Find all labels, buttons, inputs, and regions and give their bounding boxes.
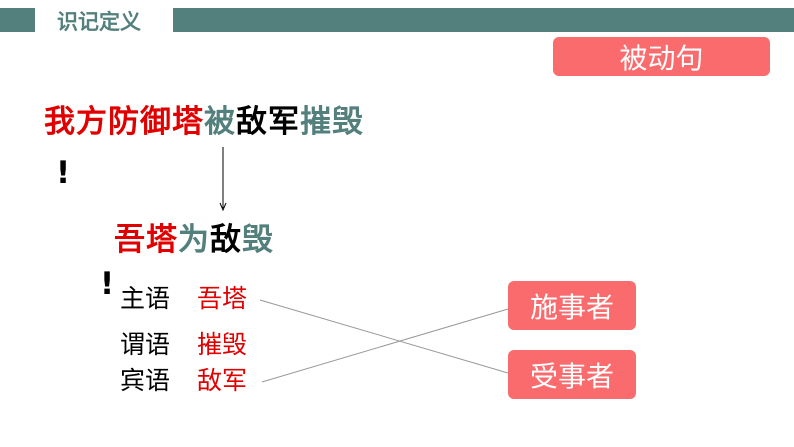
agent-box: 施事者 (508, 281, 636, 330)
patient-label: 受事者 (529, 359, 614, 393)
header-bar (173, 8, 794, 32)
arrow-down (219, 147, 227, 212)
word-predicate: 摧毁 (197, 330, 248, 359)
role-object: 宾语 (120, 366, 171, 395)
section-title: 识记定义 (57, 10, 141, 34)
line-subject-to-patient (259, 299, 509, 374)
word-object: 敌军 (197, 366, 248, 395)
sentence-classical: 吾塔为敌毁 (114, 222, 274, 258)
word-subject: 吾塔 (197, 284, 248, 313)
passive-marker: 被 (204, 104, 236, 140)
subject: 吾塔 (114, 222, 178, 258)
subject: 我方防御塔 (44, 104, 204, 140)
agent-label: 施事者 (529, 290, 614, 324)
badge-label: 被动句 (619, 41, 704, 75)
verb: 毁 (242, 222, 274, 258)
patient-box: 受事者 (508, 350, 636, 399)
sentence-modern: 我方防御塔被敌军摧毁 (44, 104, 364, 140)
verb: 摧毁 (300, 104, 364, 140)
agent: 敌 (210, 222, 242, 258)
sentence-modern-punct: ! (56, 155, 72, 191)
passive-marker: 为 (178, 222, 210, 258)
sentence-classical-punct: ! (100, 266, 116, 302)
passive-sentence-badge: 被动句 (553, 37, 770, 76)
role-subject: 主语 (120, 284, 171, 313)
agent: 敌军 (236, 104, 300, 140)
line-object-to-agent (261, 308, 509, 383)
header-left-block (0, 8, 35, 32)
role-predicate: 谓语 (120, 330, 171, 359)
